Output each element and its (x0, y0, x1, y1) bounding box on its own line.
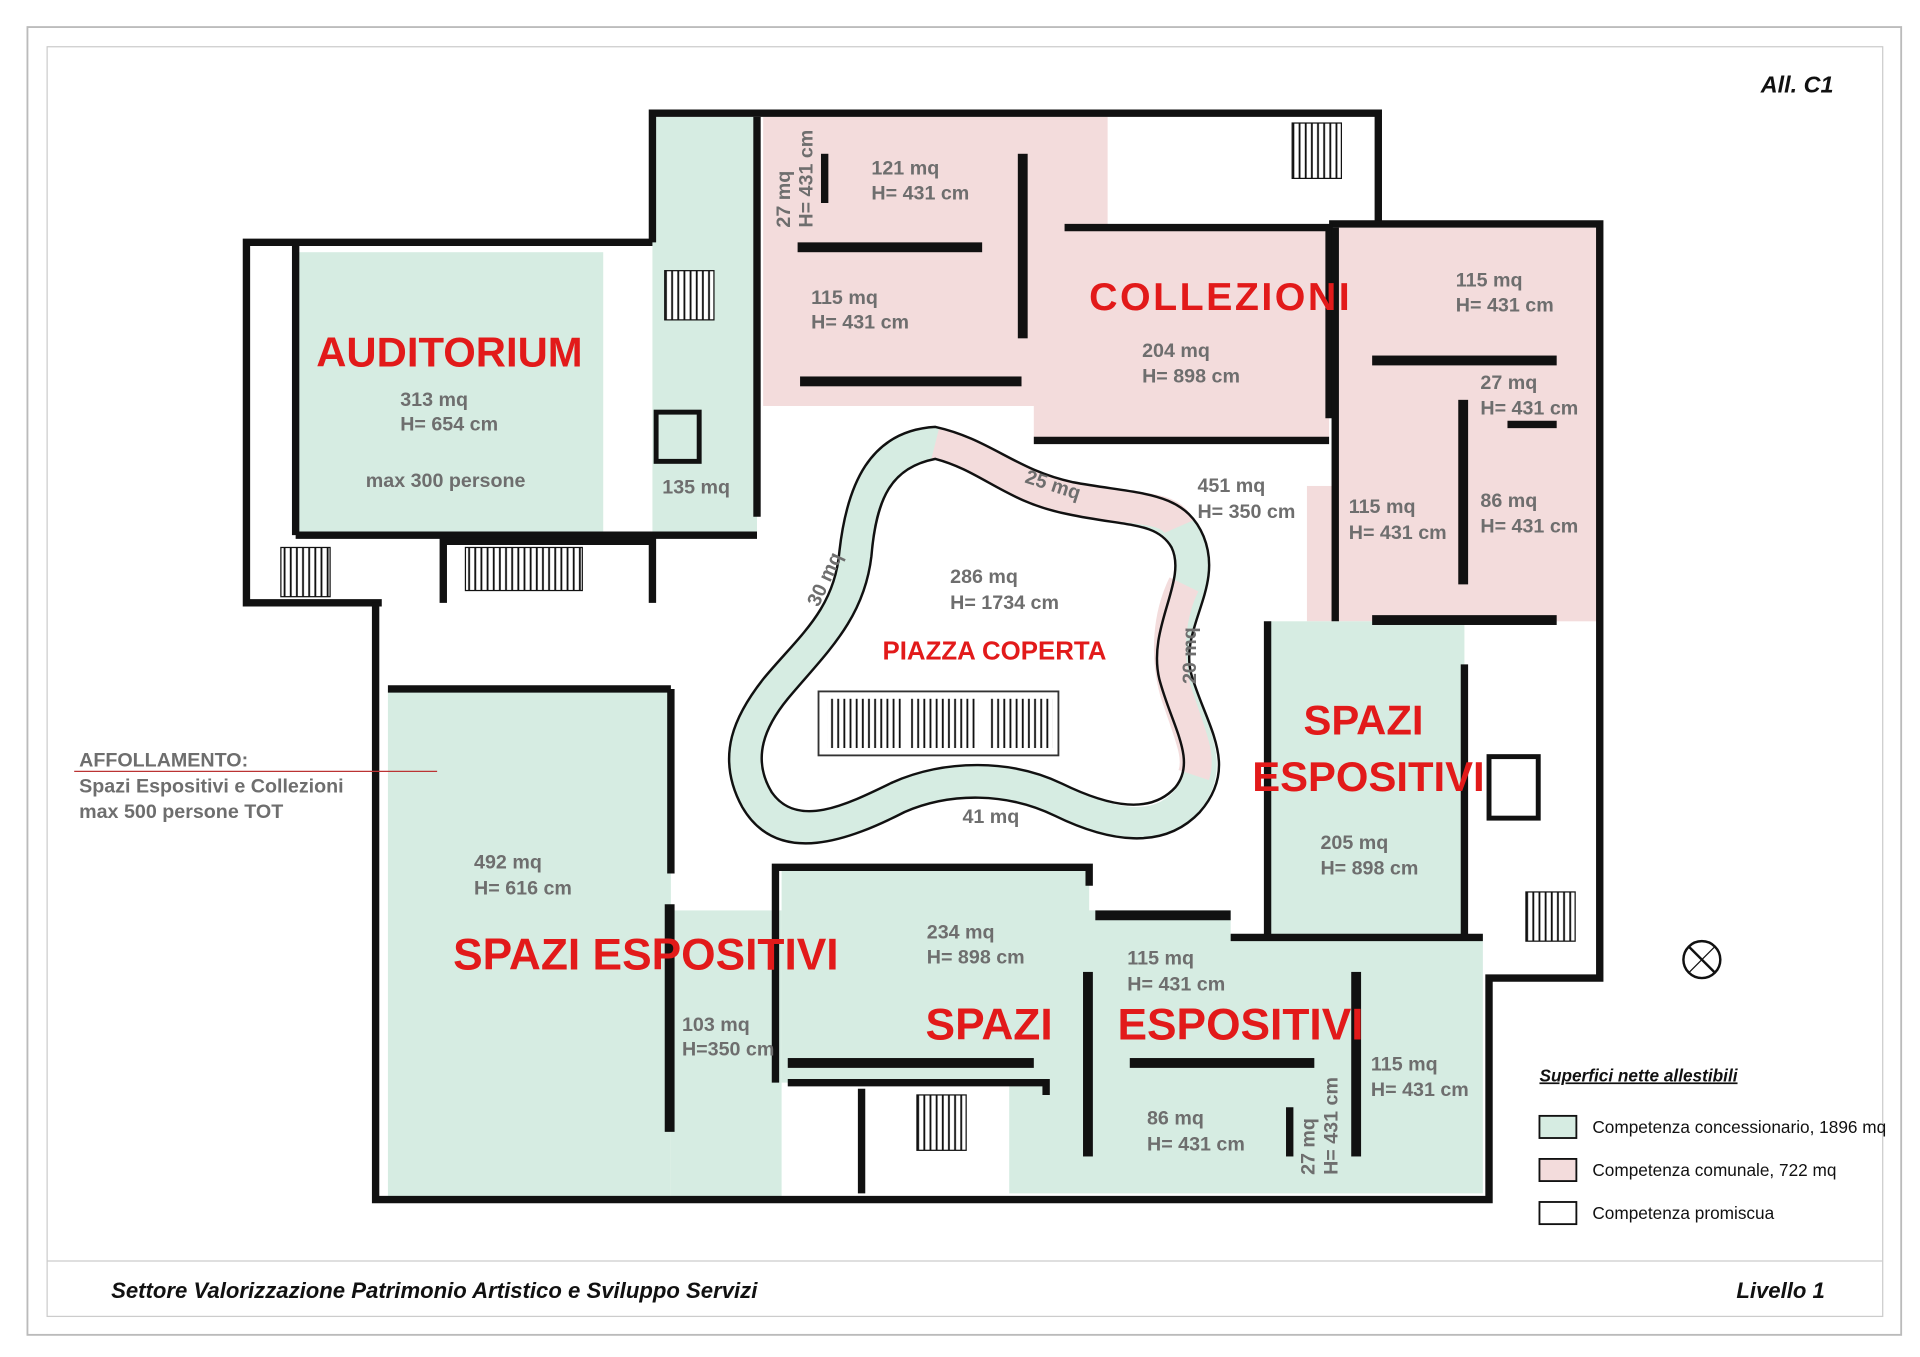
spazi-bottom-title-a: SPAZI (926, 1001, 1053, 1050)
collezioni-title: COLLEZIONI (1089, 275, 1352, 319)
ring-inner-edge (760, 457, 1186, 813)
inner-frame (46, 46, 1884, 1318)
label-area: 115 mq (1371, 1053, 1438, 1075)
spazi-right-area (1267, 621, 1465, 936)
auditorium-title: AUDITORIUM (316, 329, 582, 376)
spazi-right-title-a: SPAZI (1304, 696, 1424, 743)
auditorium-capacity: max 300 persone (366, 470, 526, 492)
legend-item-concessionario: Competenza concessionario, 1896 mq (1592, 1117, 1886, 1137)
label-height: H= 898 cm (927, 946, 1025, 968)
label-area: 234 mq (927, 922, 995, 944)
label-height: H= 431 cm (1147, 1133, 1245, 1155)
label-height: H= 431 cm (1127, 973, 1225, 995)
legend-swatch-comunale (1538, 1158, 1578, 1182)
stairwells (280, 122, 1576, 1151)
affollamento-title: AFFOLLAMENTO: (79, 749, 248, 771)
legend-item-comunale: Competenza comunale, 722 mq (1592, 1160, 1836, 1180)
label-area: 27 mq (773, 171, 795, 228)
spazi-right-height: H= 898 cm (1320, 858, 1418, 880)
sheet-code: All. C1 (1760, 71, 1834, 97)
label-height: H= 431 cm (1480, 398, 1578, 420)
spazi-left-title: SPAZI ESPOSITIVI (453, 930, 839, 979)
walls (242, 109, 1604, 1204)
affollamento-note: AFFOLLAMENTO: Spazi Espositivi e Collezi… (74, 749, 438, 823)
footer-level: Livello 1 (1736, 1278, 1825, 1303)
label-area: 115 mq (811, 287, 878, 309)
label-area: 451 mq (1197, 475, 1265, 497)
auditorium-height: H= 654 cm (400, 414, 498, 436)
label-area: 27 mq (1297, 1118, 1319, 1175)
display-panels (664, 153, 1557, 1157)
ring-pink-25 (931, 427, 1194, 535)
affollamento-line2: max 500 persone TOT (79, 801, 283, 823)
label-area: 135 mq (662, 476, 730, 498)
label-height: H= 431 cm (795, 130, 817, 228)
label-area: 27 mq (1480, 372, 1537, 394)
spazi-right-area: 205 mq (1320, 832, 1388, 854)
spazi-right-title-b: ESPOSITIVI (1252, 753, 1484, 800)
spazi-left-area: 492 mq (474, 852, 542, 874)
spazi-103-area (670, 910, 782, 1200)
label-height: H= 431 cm (1480, 516, 1578, 538)
label-area: 86 mq (1480, 490, 1537, 512)
auditorium-area: 313 mq (400, 389, 468, 411)
label-height: H= 431 cm (1371, 1079, 1469, 1101)
piazza-ring (727, 425, 1221, 845)
piazza-title: PIAZZA COPERTA (883, 637, 1107, 665)
legend-item-promiscua: Competenza promiscua (1592, 1203, 1774, 1223)
collezioni-area (763, 116, 1330, 443)
ring-pink-20 (1153, 577, 1212, 781)
spazi-left-area (387, 688, 671, 1200)
collezioni-strip-area (1306, 485, 1335, 622)
label-area: 204 mq (1142, 340, 1210, 362)
legend-title: Superfici nette allestibili (1539, 1065, 1738, 1085)
label-height: H= 898 cm (1142, 366, 1240, 388)
ring-outer-edge (727, 425, 1221, 845)
label-area: 86 mq (1147, 1107, 1204, 1129)
label-area: 41 mq (962, 806, 1019, 828)
legend-swatch-promiscua (1538, 1201, 1578, 1226)
label-height: H= 431 cm (871, 182, 969, 204)
label-height: H= 431 cm (1456, 294, 1554, 316)
piazza-area: 286 mq (950, 566, 1018, 588)
affollamento-line1: Spazi Espositivi e Collezioni (79, 775, 344, 797)
label-height: H= 431 cm (1349, 522, 1447, 544)
label-area: 115 mq (1456, 270, 1523, 292)
label-height: H= 431 cm (811, 311, 909, 333)
spazi-bottom-title-b: ESPOSITIVI (1117, 1001, 1363, 1050)
auditorium-area (295, 252, 604, 536)
legend-swatch-concessionario (1538, 1114, 1578, 1139)
spazi-left-height: H= 616 cm (474, 877, 572, 899)
north-arrow-icon (1682, 939, 1722, 980)
escalator (817, 690, 1060, 757)
label-height: H= 431 cm (1321, 1077, 1343, 1175)
footer-department: Settore Valorizzazione Patrimonio Artist… (111, 1278, 758, 1303)
spazi-bottom-area (781, 867, 1483, 1194)
outer-frame (26, 26, 1903, 1336)
label-area: 121 mq (871, 158, 939, 180)
label-height: H=350 cm (682, 1039, 774, 1061)
label-area: 20 mq (1179, 627, 1201, 684)
label-area: 115 mq (1127, 948, 1194, 970)
corridor-135-area (652, 116, 758, 536)
label-area: 103 mq (682, 1014, 750, 1036)
label-area: 115 mq (1349, 496, 1416, 518)
legend: Superfici nette allestibili Competenza c… (1538, 1065, 1886, 1226)
label-height: H= 350 cm (1197, 501, 1295, 523)
piazza-height: H= 1734 cm (950, 592, 1059, 614)
